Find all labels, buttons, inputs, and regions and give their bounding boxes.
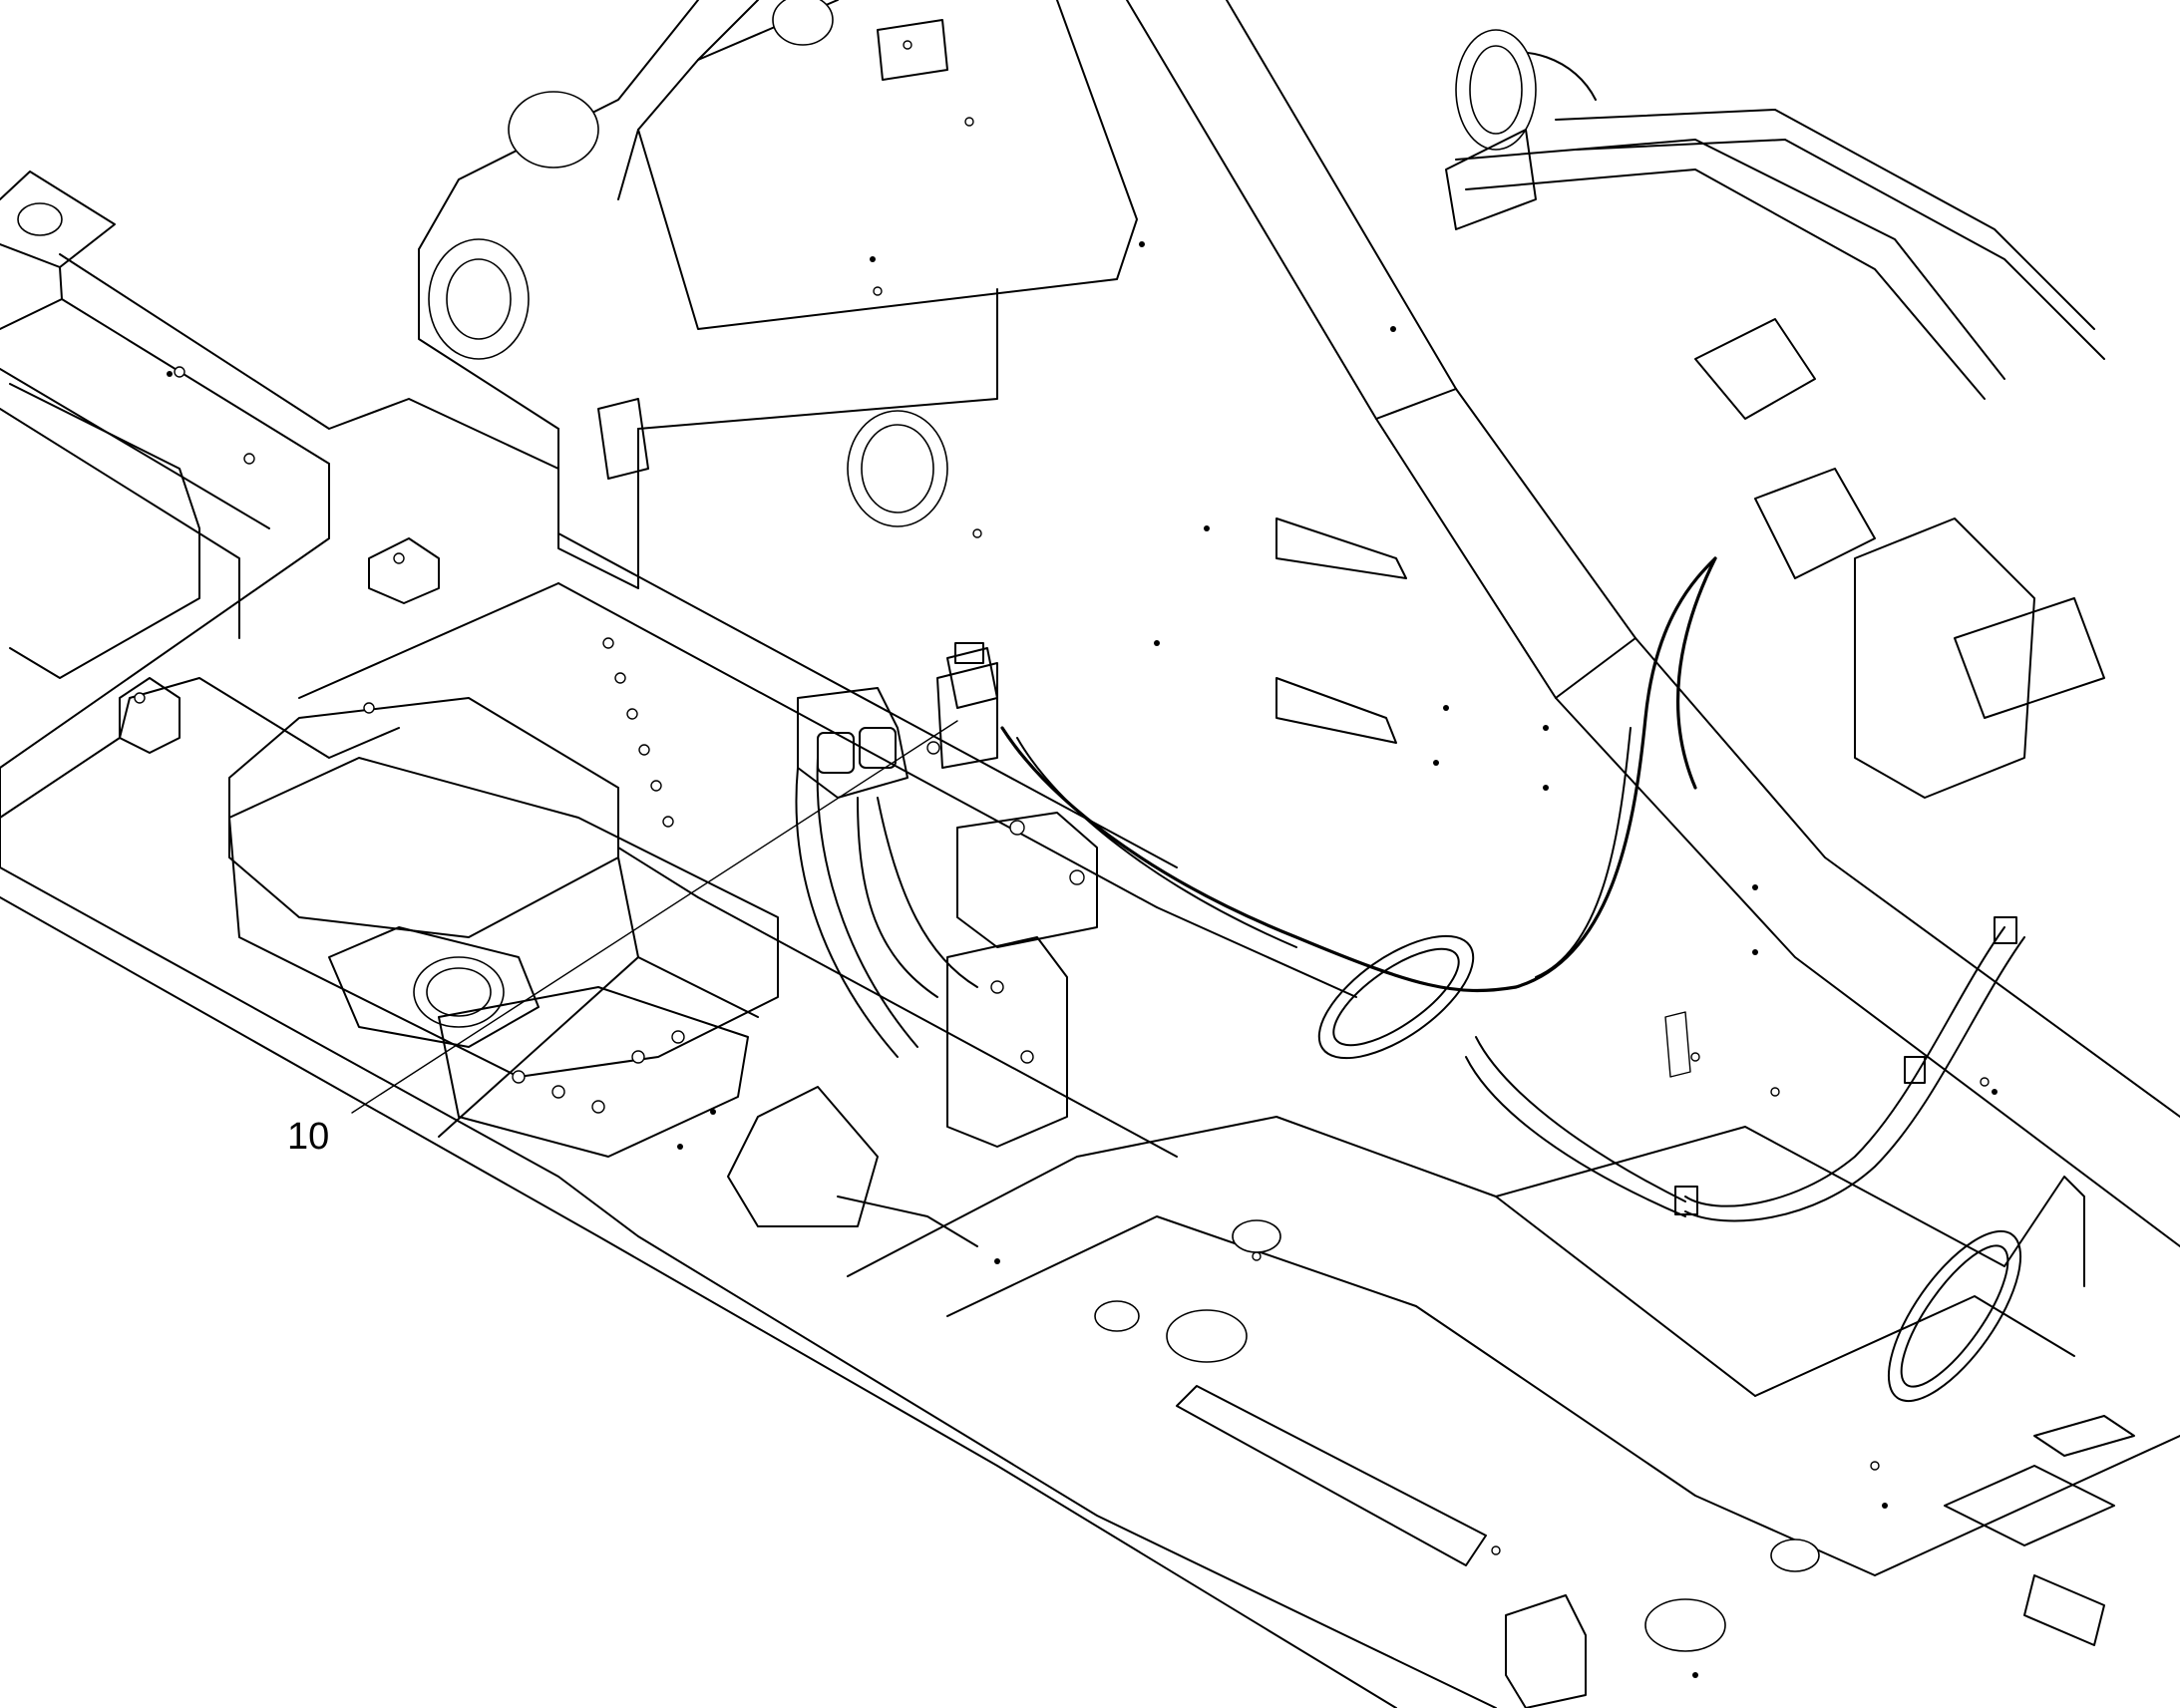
callout-10: 10: [287, 720, 958, 1158]
left-frame-structure: [0, 171, 1497, 1708]
callout-label: 10: [287, 1116, 329, 1158]
perforation-row: [602, 637, 674, 828]
right-lower-frame: [847, 934, 2180, 1708]
right-boom-structure: [1126, 0, 2180, 1247]
center-upright-plate: [418, 0, 1138, 589]
callout-leader-line: [351, 720, 958, 1114]
brackets-and-bolts: [167, 241, 1998, 1678]
hydraulic-valve-assembly: [795, 556, 1717, 1148]
center-floor-beams: [228, 532, 1357, 1247]
